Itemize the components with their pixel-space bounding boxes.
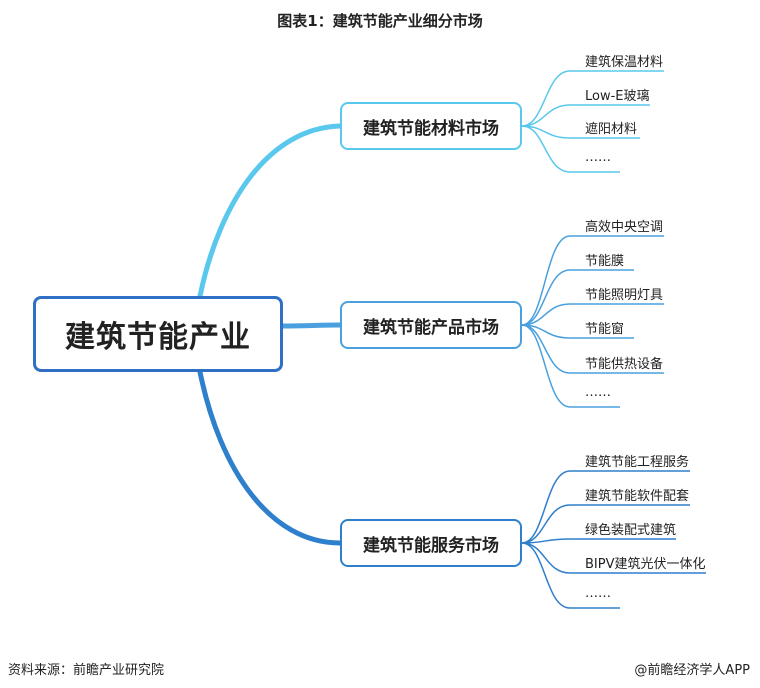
root-to-products-line: [280, 322, 343, 329]
leaf-item: 节能照明灯具: [585, 288, 664, 303]
leaf-item: ……: [585, 150, 611, 165]
leaf-item: 绿色装配式建筑: [585, 523, 677, 538]
leaf-item: BIPV建筑光伏一体化: [585, 557, 706, 572]
products-leaf-lines: [521, 235, 664, 408]
materials-leaf-lines: [521, 70, 664, 173]
credit-note: @前瞻经济学人APP: [634, 663, 750, 678]
leaf-item: Low-E玻璃: [585, 89, 650, 104]
leaf-item: ……: [585, 385, 611, 400]
leaf-item: 遮阳材料: [585, 122, 638, 137]
branch-services: 建筑节能服务市场: [340, 519, 522, 567]
leaf-item: 节能窗: [585, 322, 625, 337]
root-to-services-line: [197, 369, 343, 546]
leaf-item: 建筑节能工程服务: [585, 455, 690, 470]
leaf-item: ……: [585, 586, 611, 601]
leaf-item: 高效中央空调: [585, 220, 664, 235]
leaf-item: 节能膜: [585, 254, 625, 269]
services-leaf-lines: [521, 470, 706, 609]
leaf-item: 建筑保温材料: [585, 55, 664, 70]
root-node: 建筑节能产业: [33, 296, 283, 372]
leaf-item: 建筑节能软件配套: [585, 489, 690, 504]
branch-products: 建筑节能产品市场: [340, 301, 522, 349]
diagram-title: 图表1：建筑节能产业细分市场: [277, 12, 483, 30]
leaf-item: 节能供热设备: [585, 357, 664, 372]
source-note: 资料来源：前瞻产业研究院: [8, 663, 165, 678]
root-to-materials-line: [197, 123, 343, 299]
branch-materials: 建筑节能材料市场: [340, 102, 522, 150]
